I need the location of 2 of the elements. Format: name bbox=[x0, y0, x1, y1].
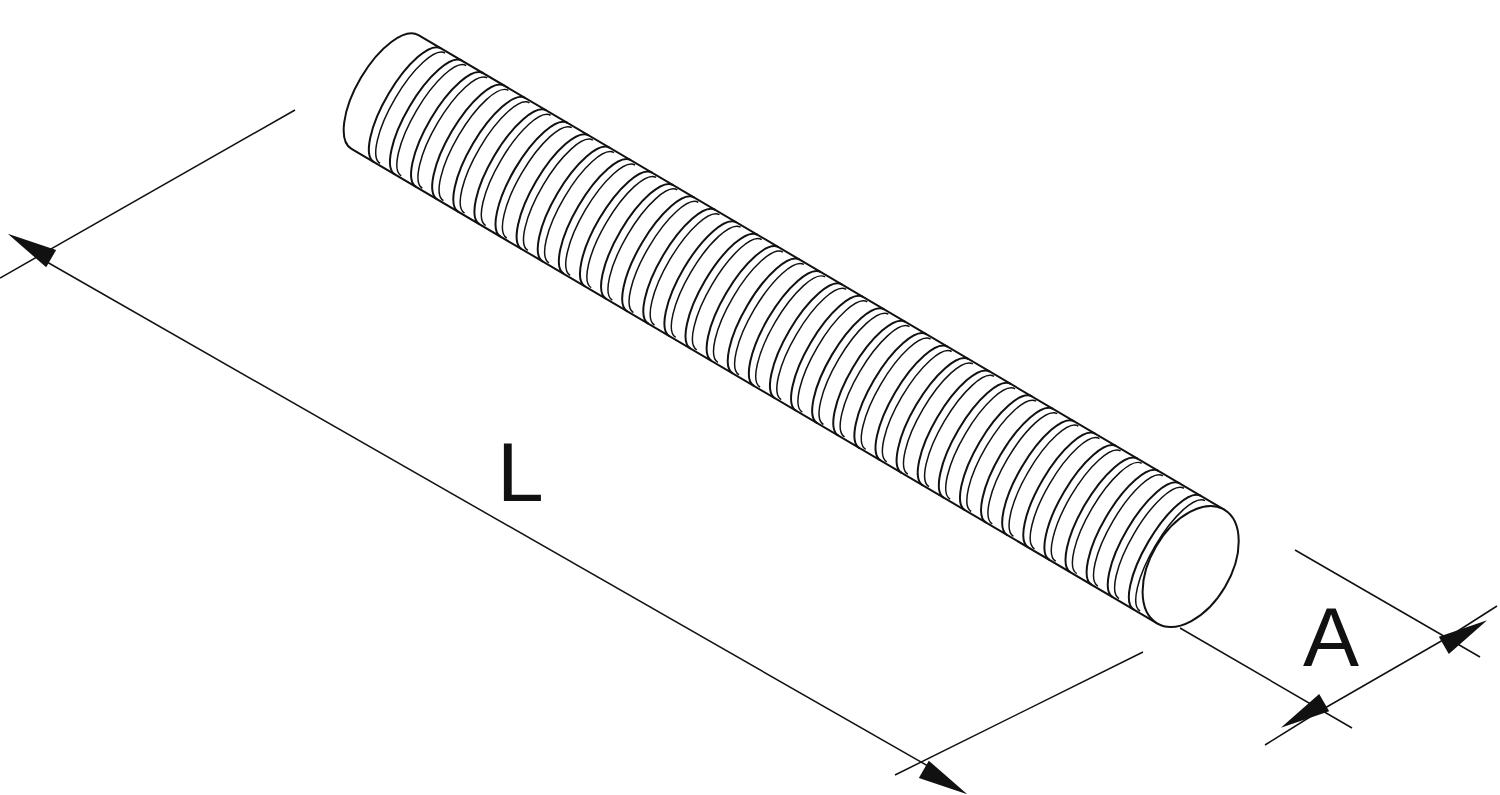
dimension-label: A bbox=[1303, 595, 1360, 679]
dimension-label: L bbox=[497, 430, 544, 514]
